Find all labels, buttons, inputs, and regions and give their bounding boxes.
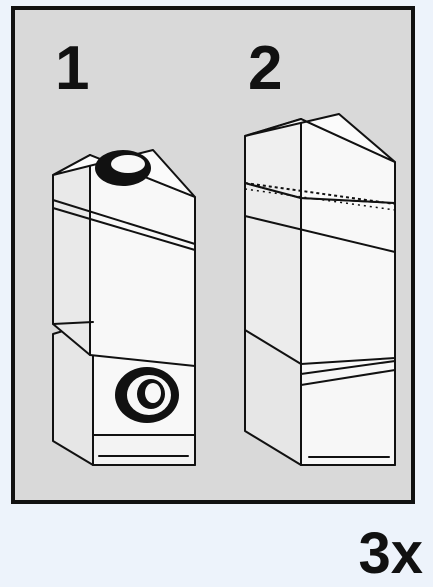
step-2-top-left-face bbox=[245, 119, 301, 198]
step-2-brick-assembly bbox=[15, 10, 419, 508]
quantity-label: 3x bbox=[358, 525, 423, 583]
instruction-panel: 1 2 bbox=[11, 6, 415, 504]
step-2-middle-front-face bbox=[301, 198, 395, 364]
